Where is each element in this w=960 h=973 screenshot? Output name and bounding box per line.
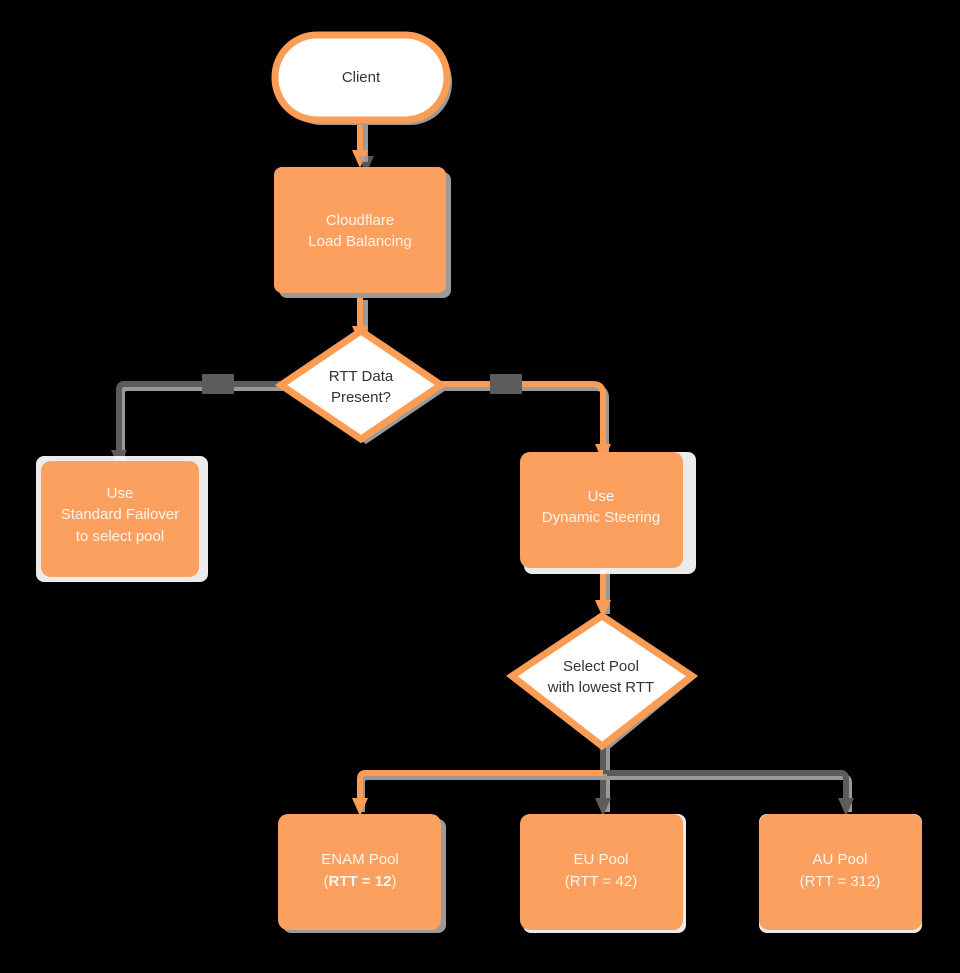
node-dynamic-steering-line-1: Use (588, 488, 615, 505)
node-dynamic-steering-line-2: Dynamic Steering (542, 509, 660, 526)
node-enam-pool-paren-close: ) (391, 873, 396, 890)
node-au-pool-rtt-value: RTT = 312 (805, 873, 876, 890)
edges-layer (111, 118, 854, 816)
node-load-balancing-line-2: Load Balancing (308, 233, 411, 250)
edge-select-pool-to-enam-pool[interactable] (352, 770, 607, 816)
node-eu-pool-rtt-value: RTT = 42 (570, 873, 632, 890)
node-enam-pool-line-2: (RTT = 12) (324, 873, 397, 890)
node-standard-failover[interactable]: Use Standard Failover to select pool (36, 456, 208, 582)
node-au-pool-paren-open: ( (800, 873, 805, 890)
node-au-pool-line-1: AU Pool (812, 851, 867, 868)
node-client[interactable]: Client (271, 31, 452, 125)
node-rtt-decision-line-2: Present? (331, 389, 391, 406)
node-standard-failover-line-2: Standard Failover (61, 506, 179, 523)
edge-client-to-load-balancing[interactable] (352, 118, 374, 174)
edge-label-rtt-no (202, 374, 234, 394)
node-eu-pool-paren-close: ) (632, 873, 637, 890)
edge-rtt-decision-to-dynamic-steering[interactable] (433, 381, 611, 462)
edge-label-rtt-yes (490, 374, 522, 394)
node-enam-pool-line-1: ENAM Pool (321, 851, 399, 868)
node-eu-pool[interactable]: EU Pool (RTT = 42) (520, 814, 686, 933)
node-rtt-decision-line-1: RTT Data (329, 368, 394, 385)
node-select-pool-line-2: with lowest RTT (547, 679, 654, 696)
node-dynamic-steering[interactable]: Use Dynamic Steering (520, 452, 696, 574)
node-rtt-decision[interactable]: RTT Data Present? (274, 326, 448, 444)
node-eu-pool-line-1: EU Pool (573, 851, 628, 868)
node-enam-pool[interactable]: ENAM Pool (RTT = 12) (278, 814, 446, 933)
edge-rtt-decision-to-standard-failover[interactable] (111, 381, 290, 468)
edge-select-pool-to-au-pool[interactable] (603, 770, 854, 816)
node-au-pool-line-2: (RTT = 312) (800, 873, 881, 890)
node-au-pool[interactable]: AU Pool (RTT = 312) (759, 814, 922, 933)
node-au-pool-paren-close: ) (875, 873, 880, 890)
node-load-balancing[interactable]: Cloudflare Load Balancing (274, 167, 451, 298)
node-enam-pool-paren-open: ( (324, 873, 329, 890)
node-eu-pool-line-2: (RTT = 42) (565, 873, 637, 890)
node-standard-failover-line-3: to select pool (76, 528, 164, 545)
edge-dynamic-steering-to-select-pool[interactable] (595, 570, 611, 618)
node-client-line-1: Client (342, 69, 381, 86)
node-standard-failover-line-1: Use (107, 485, 134, 502)
node-select-pool[interactable]: Select Pool with lowest RTT (506, 611, 698, 751)
node-select-pool-line-1: Select Pool (563, 658, 639, 675)
node-load-balancing-line-1: Cloudflare (326, 212, 394, 229)
node-eu-pool-paren-open: ( (565, 873, 570, 890)
node-enam-pool-rtt-value: RTT = 12 (329, 873, 392, 890)
